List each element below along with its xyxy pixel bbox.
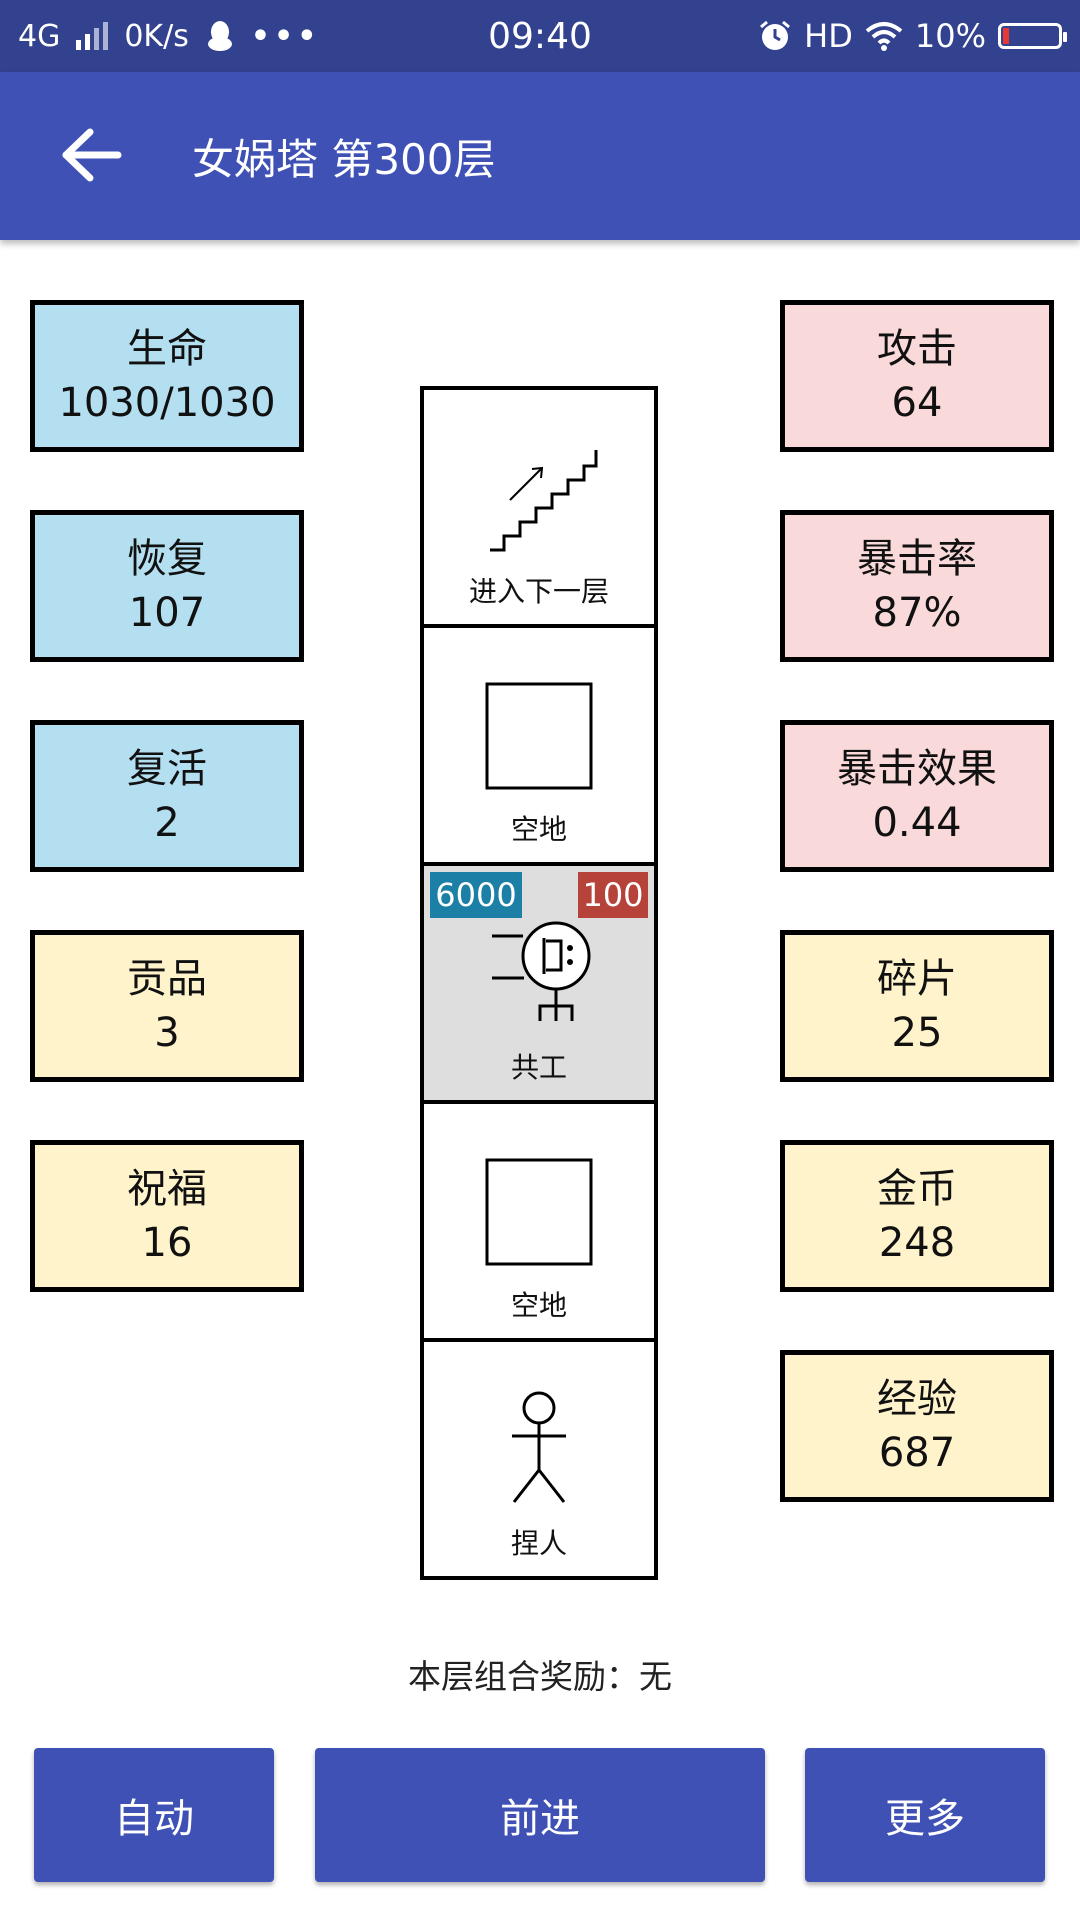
stat-label: 攻击: [877, 326, 957, 372]
stat-value: 25: [891, 1010, 943, 1056]
status-right: HD 10%: [758, 0, 1067, 72]
status-left: 4G 0K/s •••: [18, 0, 320, 72]
stat-label: 恢复: [127, 536, 207, 582]
cell-caption: 进入下一层: [468, 575, 609, 608]
enemy-hp-badge: 6000: [430, 872, 522, 918]
stat-label: 生命: [127, 326, 207, 372]
stat-label: 暴击率: [857, 536, 977, 582]
stat-value: 248: [878, 1220, 956, 1266]
stat-label: 碎片: [877, 956, 957, 1002]
cell-caption: 空地: [510, 1289, 567, 1322]
more-button[interactable]: 更多: [805, 1748, 1045, 1882]
tower-column: 进入下一层 空地 6000 100 共工 空地: [420, 386, 658, 1584]
stat-label: 祝福: [127, 1166, 207, 1212]
stat-recovery: 恢复 107: [30, 510, 304, 662]
stat-label: 复活: [127, 746, 207, 792]
stairs-icon: [490, 450, 598, 552]
cell-caption: 空地: [510, 813, 567, 846]
stat-label: 金币: [877, 1166, 957, 1212]
stat-value: 107: [128, 590, 206, 636]
enemy-attack-badge: 100: [578, 872, 648, 918]
signal-icon: [76, 22, 109, 50]
stat-crit-rate: 暴击率 87%: [780, 510, 1054, 662]
stat-value: 1030/1030: [58, 380, 276, 426]
cell-caption: 捏人: [510, 1527, 567, 1560]
battery-icon: [998, 23, 1067, 49]
tower-cell-enemy[interactable]: 6000 100 共工: [420, 862, 658, 1104]
status-bar: 4G 0K/s ••• 09:40 HD 10%: [0, 0, 1080, 72]
stat-label: 经验: [877, 1376, 957, 1422]
stat-attack: 攻击 64: [780, 300, 1054, 452]
stat-life: 生命 1030/1030: [30, 300, 304, 452]
auto-button[interactable]: 自动: [34, 1748, 274, 1882]
stat-label: 贡品: [127, 956, 207, 1002]
stat-revive: 复活 2: [30, 720, 304, 872]
network-speed: 0K/s: [124, 18, 189, 54]
hd-indicator: HD: [804, 17, 853, 55]
stat-value: 687: [878, 1430, 956, 1476]
wifi-icon: [865, 22, 903, 51]
stat-label: 暴击效果: [837, 746, 997, 792]
page-title: 女娲塔 第300层: [192, 134, 496, 184]
stat-value: 2: [154, 800, 180, 846]
stat-gold: 金币 248: [780, 1140, 1054, 1292]
tower-cell-next-floor[interactable]: 进入下一层: [420, 386, 658, 628]
empty-square-icon: [485, 1158, 593, 1266]
stat-tribute: 贡品 3: [30, 930, 304, 1082]
clock: 09:40: [488, 15, 592, 57]
stat-value: 87%: [872, 590, 962, 636]
stat-crit-effect: 暴击效果 0.44: [780, 720, 1054, 872]
enemy-icon: [492, 921, 591, 1021]
empty-square-icon: [485, 682, 593, 790]
stat-value: 64: [891, 380, 943, 426]
stat-value: 0.44: [872, 800, 962, 846]
tower-cell-empty[interactable]: 空地: [420, 1100, 658, 1342]
more-notifications-icon: •••: [250, 18, 321, 54]
stat-value: 3: [154, 1010, 180, 1056]
stat-blessing: 祝福 16: [30, 1140, 304, 1292]
floor-bonus-text: 本层组合奖励：无: [408, 1657, 672, 1696]
alarm-clock-icon: [760, 20, 791, 50]
cell-caption: 共工: [510, 1051, 567, 1084]
stat-experience: 经验 687: [780, 1350, 1054, 1502]
stat-fragments: 碎片 25: [780, 930, 1054, 1082]
app-bar: 女娲塔 第300层: [0, 72, 1080, 240]
network-type: 4G: [18, 18, 61, 54]
qq-penguin-icon: [207, 21, 232, 51]
tower-cell-player[interactable]: 捏人: [420, 1338, 658, 1580]
stat-value: 16: [141, 1220, 193, 1266]
back-arrow-icon[interactable]: [58, 120, 128, 190]
forward-button[interactable]: 前进: [315, 1748, 765, 1882]
player-stickman-icon: [512, 1391, 566, 1503]
tower-cell-empty[interactable]: 空地: [420, 624, 658, 866]
battery-percent: 10%: [914, 17, 986, 55]
